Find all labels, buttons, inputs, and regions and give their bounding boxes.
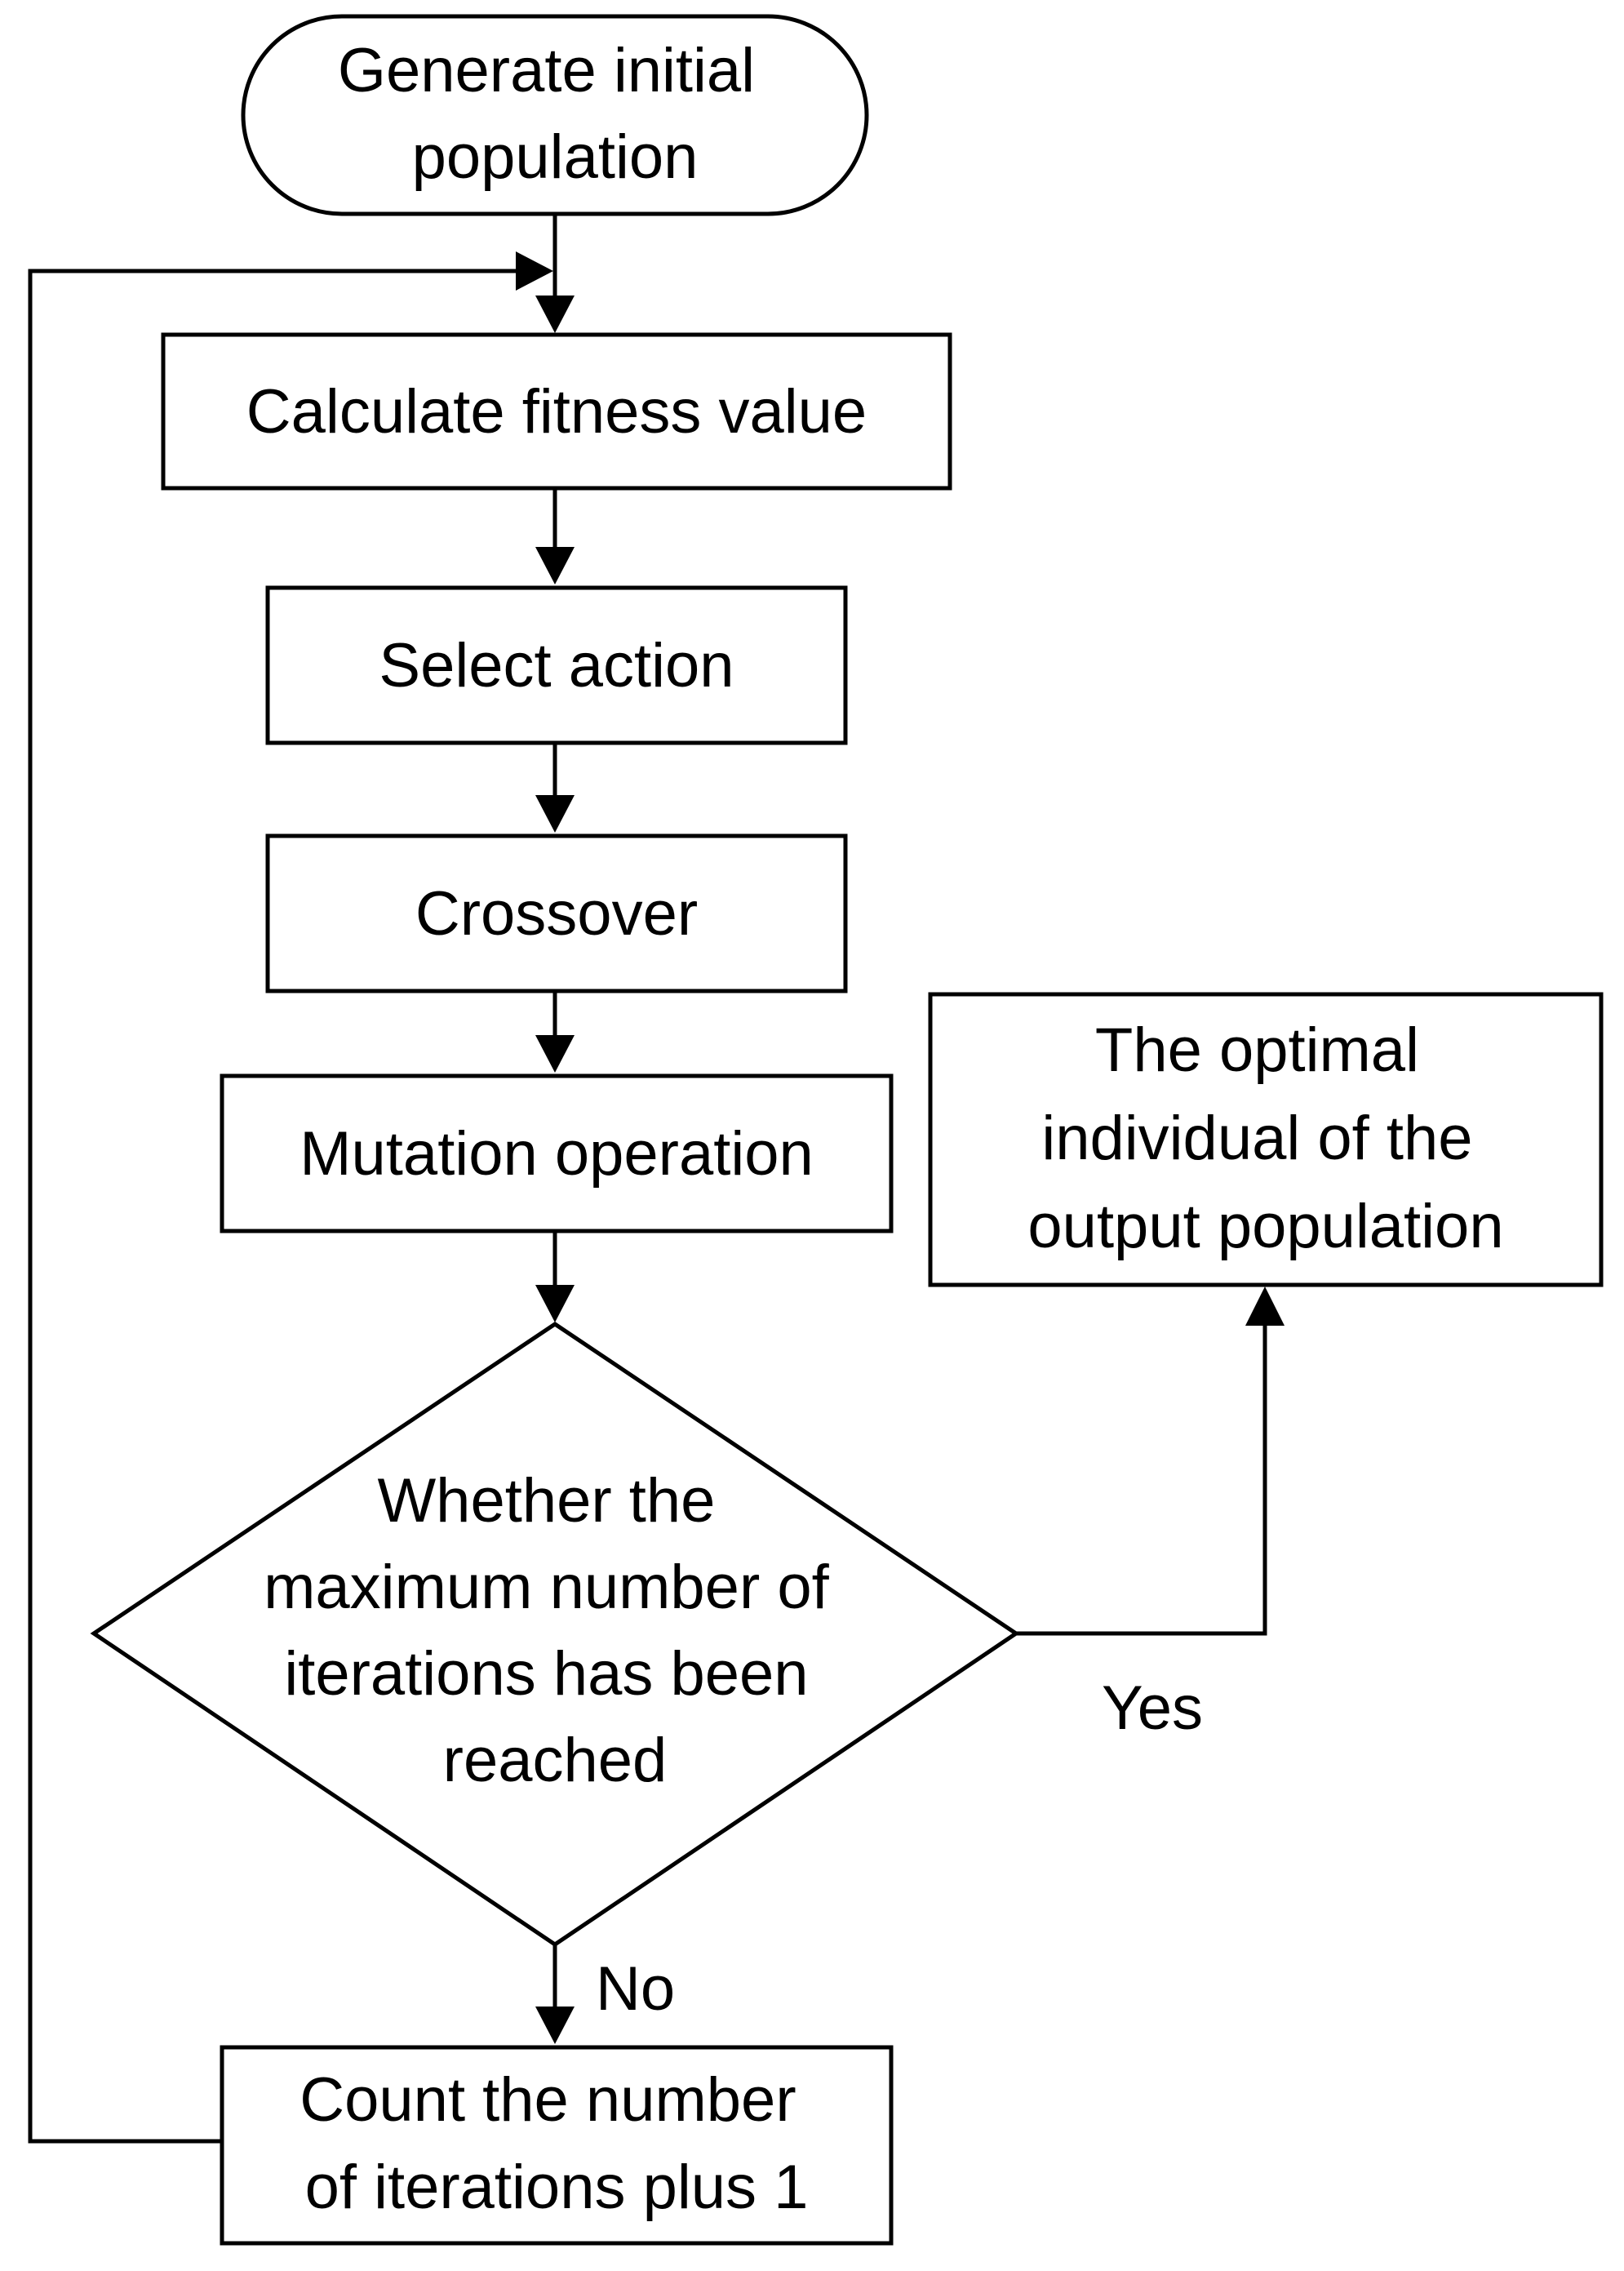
arrowhead-select (535, 547, 575, 584)
crossover-node (265, 833, 848, 993)
output-node-line-3: output population (1027, 1192, 1503, 1261)
arrowhead-decision (535, 1285, 575, 1322)
start-node-line-1: Generate initial (338, 36, 755, 105)
arrowhead-fitness (535, 296, 575, 333)
start-node (241, 14, 869, 216)
decision-node-label: Whether the maximum number of iterations… (264, 1466, 846, 1795)
start-node-label: Generate initial population (338, 36, 772, 192)
select-node-label: Select action (379, 631, 734, 700)
arrowhead-loop-back (516, 251, 553, 291)
arrowhead-count (535, 2007, 575, 2044)
arrowhead-output (1245, 1287, 1285, 1326)
decision-node-line-1: Whether the (377, 1466, 715, 1535)
select-node-line-1: Select action (379, 631, 734, 700)
decision-node (90, 1321, 1020, 1948)
count-node-label: Count the number of iterations plus 1 (300, 2065, 814, 2222)
decision-node-line-3: iterations has been (284, 1639, 808, 1709)
decision-node-line-4: reached (443, 1726, 668, 1795)
edge-label-yes: Yes (1102, 1673, 1203, 1743)
output-node-line-2: individual of the (1041, 1104, 1472, 1173)
crossover-node-line-1: Crossover (415, 879, 698, 949)
output-node-line-1: The optimal (1095, 1016, 1419, 1085)
arrowhead-crossover (535, 795, 575, 833)
mutation-node-line-1: Mutation operation (300, 1119, 814, 1189)
fitness-node (161, 332, 952, 491)
crossover-node-label: Crossover (415, 879, 698, 949)
count-node-line-2: of iterations plus 1 (305, 2153, 809, 2222)
output-node-label: The optimal individual of the output pop… (1027, 1016, 1503, 1261)
output-node (928, 992, 1604, 1287)
count-node (220, 2045, 894, 2246)
edge-label-no: No (596, 1954, 675, 2024)
fitness-node-line-1: Calculate fitness value (246, 377, 867, 447)
edge-loop-back (28, 269, 522, 2144)
count-node-line-1: Count the number (300, 2065, 796, 2135)
arrowhead-mutation (535, 1035, 575, 1073)
decision-node-line-2: maximum number of (264, 1553, 830, 1622)
start-node-line-2: population (412, 122, 699, 192)
mutation-node-label: Mutation operation (300, 1119, 814, 1189)
mutation-node (220, 1073, 894, 1233)
select-node (265, 585, 848, 745)
fitness-node-label: Calculate fitness value (246, 377, 867, 447)
edge-decision-to-output (1016, 1319, 1267, 1636)
